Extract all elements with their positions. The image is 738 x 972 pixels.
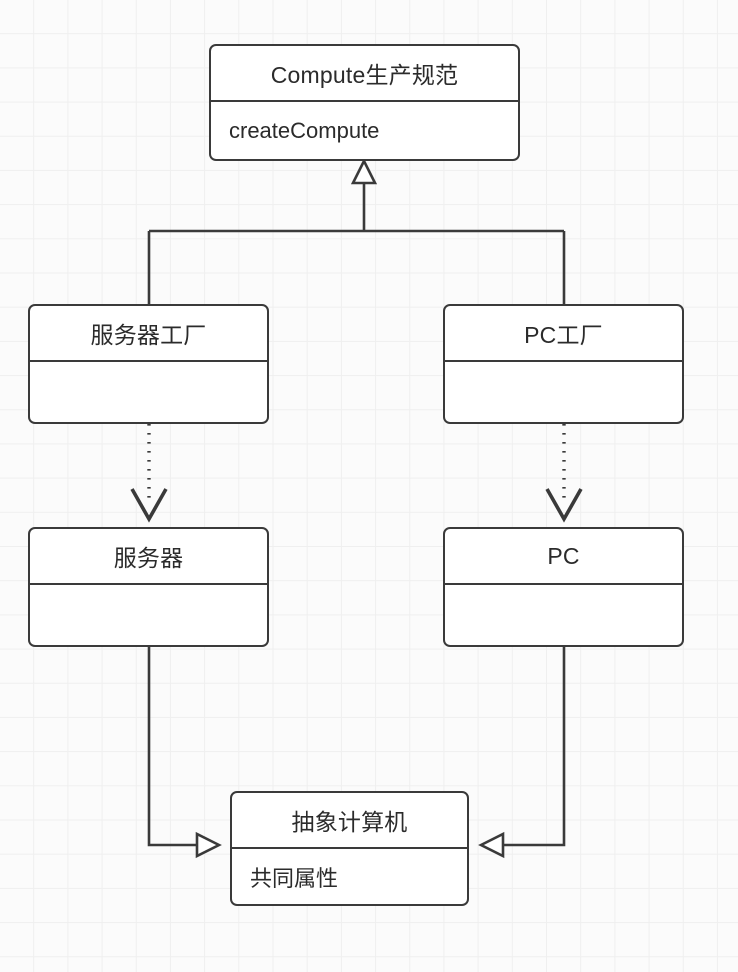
class-node-title: 抽象计算机 <box>291 809 408 835</box>
edge-pc-to-abstract <box>478 647 566 859</box>
class-node-divider <box>445 360 682 362</box>
hollow-triangle-arrowhead-right <box>195 831 222 859</box>
hollow-triangle-arrowhead-left <box>478 831 505 859</box>
class-node-compute-interface[interactable]: Compute生产规范 createCompute <box>209 44 520 161</box>
class-node-members <box>445 362 682 422</box>
class-node-members <box>30 362 267 422</box>
class-node-divider <box>445 583 682 585</box>
class-node-members <box>445 585 682 645</box>
class-node-divider <box>30 360 267 362</box>
class-node-pc[interactable]: PC <box>443 527 684 647</box>
class-node-title: PC工厂 <box>524 322 603 348</box>
class-node-abstract-computer[interactable]: 抽象计算机 共同属性 <box>230 791 469 906</box>
class-node-divider <box>211 100 518 102</box>
class-node-pc-factory[interactable]: PC工厂 <box>443 304 684 424</box>
edge-factories-to-interface <box>147 158 566 304</box>
class-node-title: 服务器工厂 <box>90 322 207 348</box>
class-node-title: Compute生产规范 <box>270 62 459 88</box>
class-node-title: 服务器 <box>113 545 184 571</box>
class-node-attribute: 共同属性 <box>250 865 339 891</box>
edge-server-factory-to-server <box>130 424 168 523</box>
class-node-method: createCompute <box>229 117 380 143</box>
edge-pc-factory-to-pc <box>545 424 583 523</box>
class-node-server[interactable]: 服务器 <box>28 527 269 647</box>
edge-server-to-abstract <box>147 647 222 859</box>
class-node-server-factory[interactable]: 服务器工厂 <box>28 304 269 424</box>
class-node-divider <box>232 847 467 849</box>
class-node-divider <box>30 583 267 585</box>
class-node-members <box>30 585 267 645</box>
hollow-triangle-arrowhead-up <box>350 158 378 185</box>
class-node-title: PC <box>547 542 580 569</box>
